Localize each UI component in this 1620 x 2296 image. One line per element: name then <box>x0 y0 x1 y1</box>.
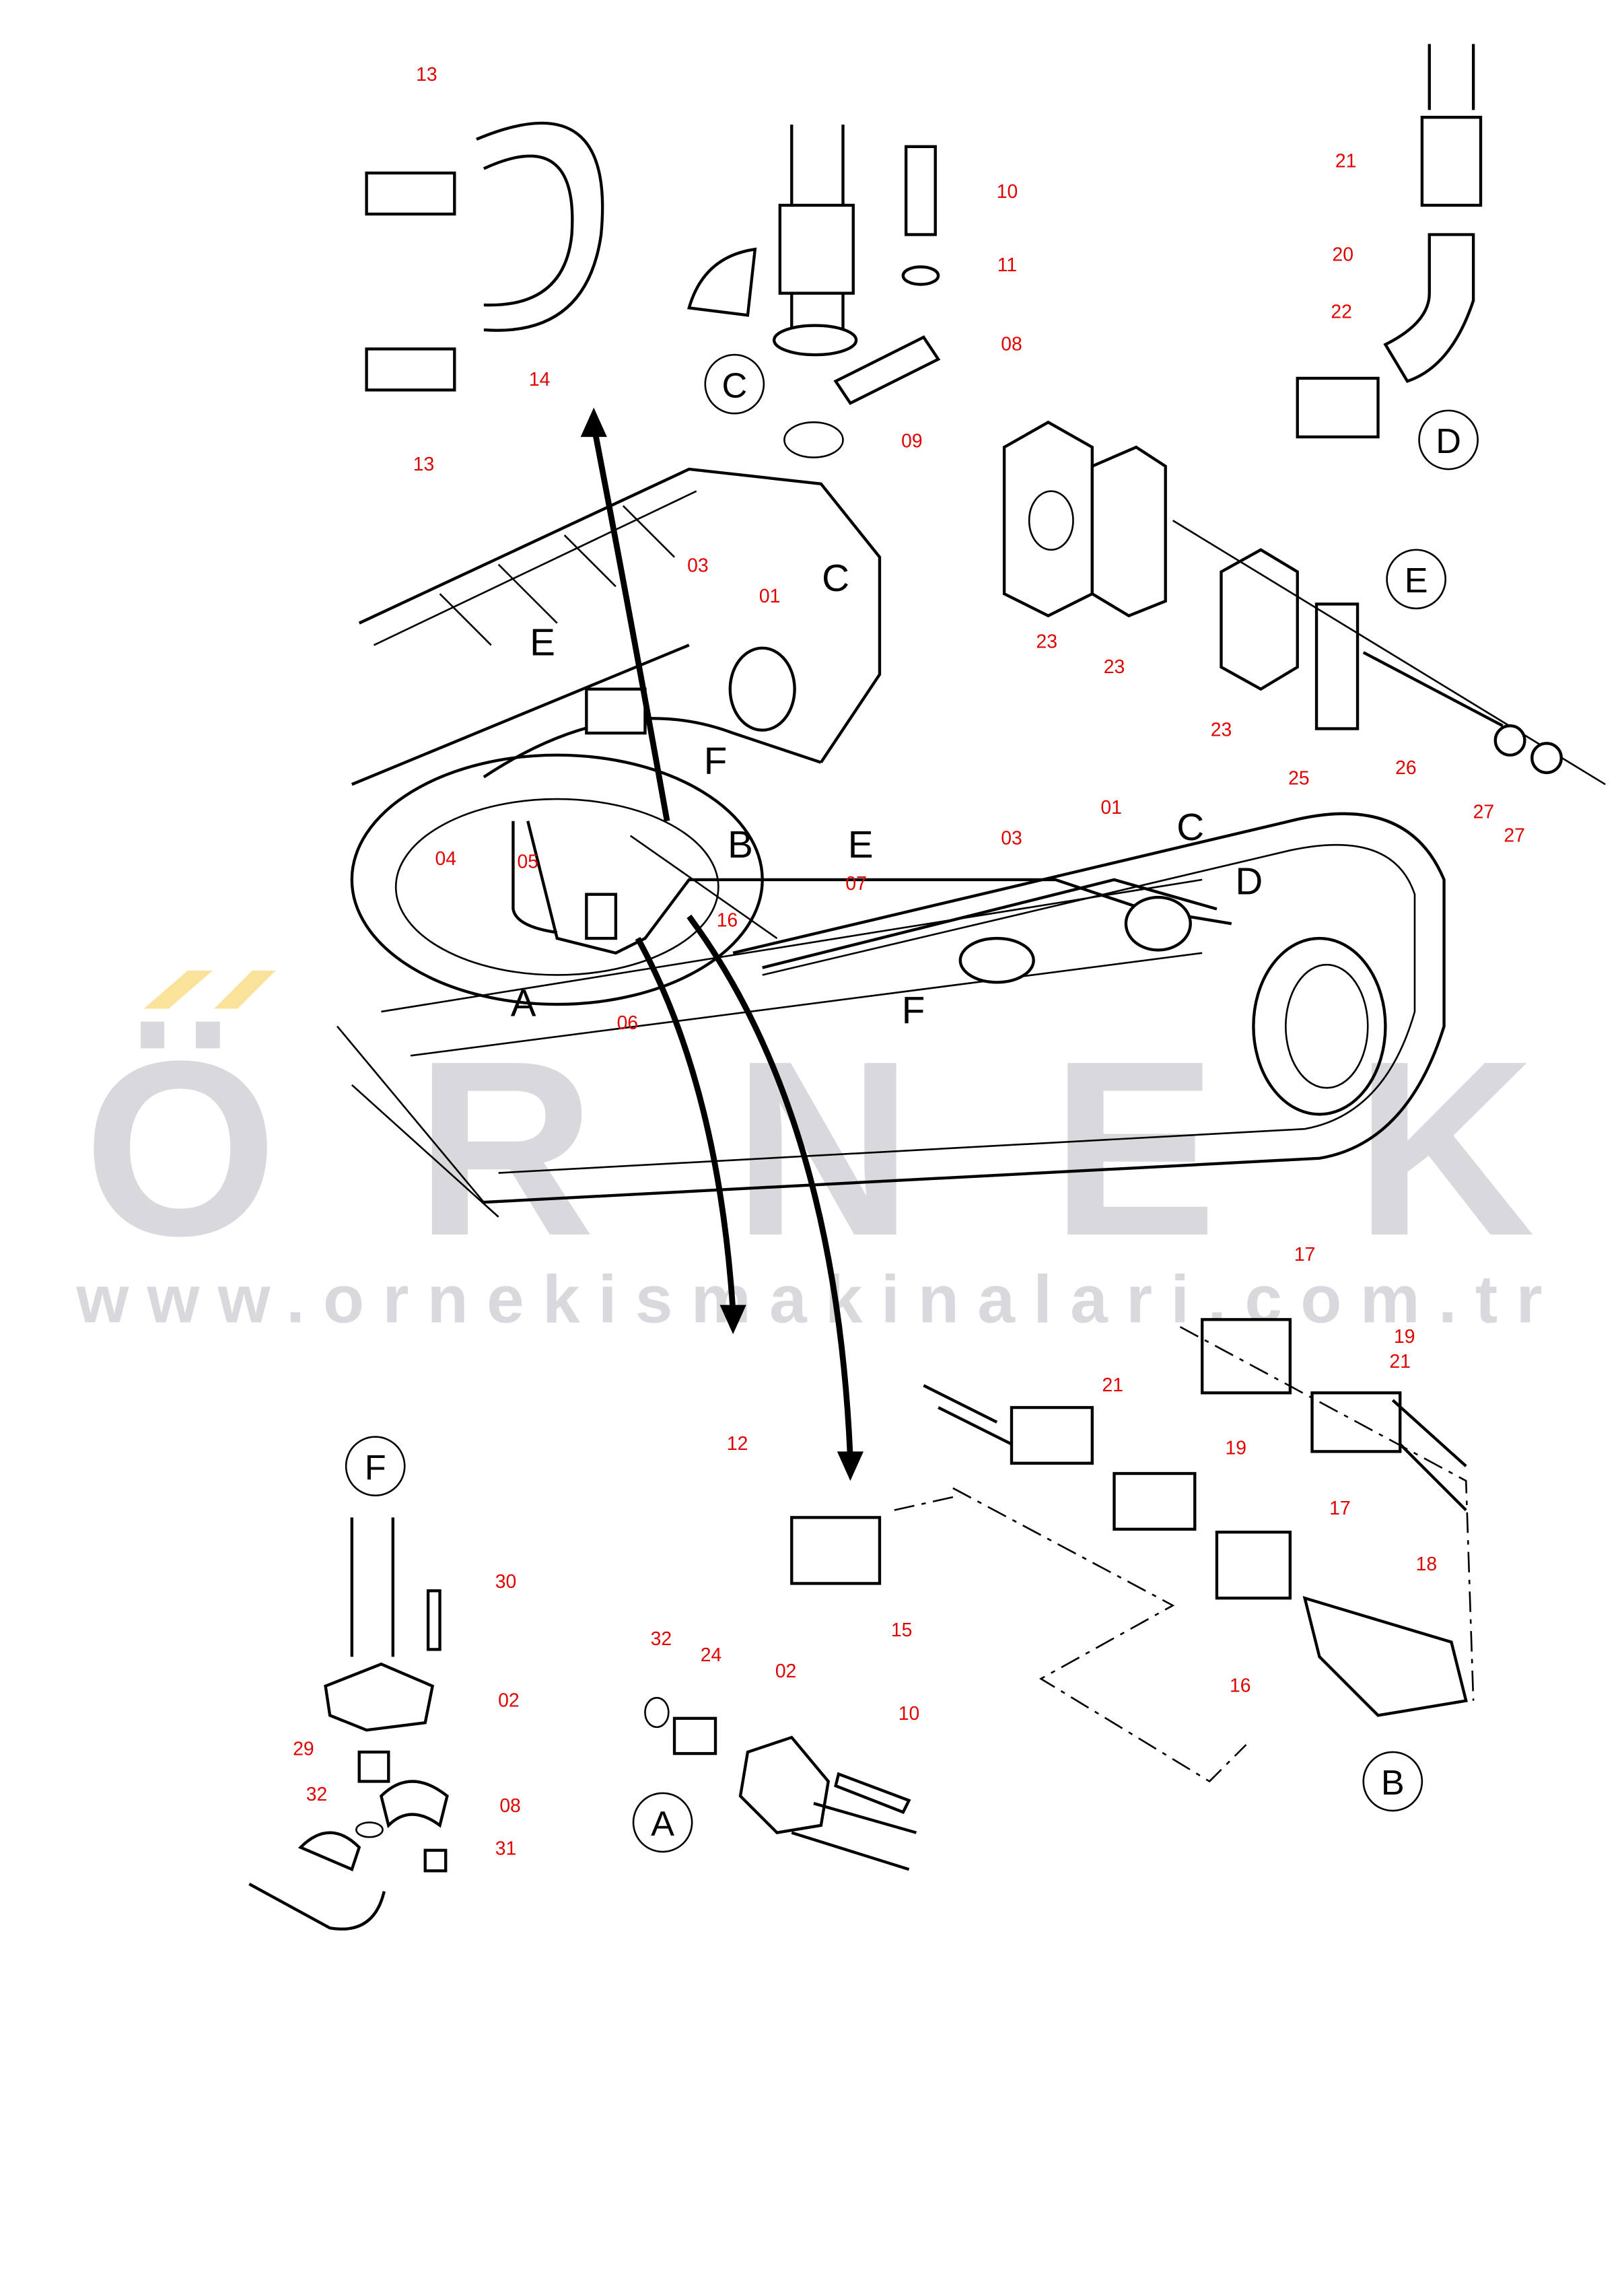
detail-b-drawing <box>790 1318 1475 1783</box>
callout: 27 <box>1473 800 1494 822</box>
callout: 18 <box>1416 1553 1437 1574</box>
callout: 22 <box>1331 301 1351 322</box>
callout: 17 <box>1294 1243 1315 1265</box>
callout: 12 <box>727 1432 748 1454</box>
marker-e2: E <box>848 824 874 866</box>
callout: 16 <box>1230 1675 1251 1696</box>
callout: 29 <box>293 1737 314 1759</box>
callout: 03 <box>1001 827 1022 849</box>
callout: 19 <box>1226 1437 1246 1459</box>
marker-f: F <box>704 740 728 783</box>
detail-labels: C D E F A B <box>345 353 1479 1853</box>
callout: 26 <box>1395 757 1416 778</box>
callout: 21 <box>1102 1374 1123 1395</box>
callout: 01 <box>1100 796 1121 818</box>
callout: 11 <box>997 254 1017 275</box>
detail-f-a-drawing <box>248 1517 917 1930</box>
detail-label-c: C <box>721 366 747 405</box>
callout: 10 <box>997 180 1018 202</box>
callout: 32 <box>651 1628 672 1649</box>
callout: 15 <box>891 1619 912 1640</box>
callout: 17 <box>1329 1497 1350 1519</box>
callout: 04 <box>435 847 456 869</box>
marker-d: D <box>1235 861 1263 903</box>
callout: 21 <box>1335 149 1356 171</box>
callout: 08 <box>1001 333 1022 355</box>
callout: 21 <box>1389 1350 1410 1372</box>
detail-label-e: E <box>1405 561 1428 600</box>
marker-f2: F <box>902 989 925 1032</box>
hose-assembly-14 <box>365 121 604 392</box>
marker-e: E <box>530 622 555 664</box>
callout: 13 <box>413 453 434 475</box>
callout: 25 <box>1288 767 1309 788</box>
marker-b: B <box>728 824 753 866</box>
callout: 16 <box>717 909 738 931</box>
callout: 07 <box>845 872 866 894</box>
detail-c-drawing <box>687 125 941 458</box>
location-markers: C E F B A E C D F <box>511 557 1263 1033</box>
callout: 08 <box>499 1795 520 1816</box>
callout: 02 <box>498 1689 519 1710</box>
detail-label-a: A <box>651 1805 674 1844</box>
callout: 30 <box>495 1570 516 1592</box>
callout: 13 <box>416 63 437 85</box>
callout: 24 <box>701 1644 721 1665</box>
detail-label-b: B <box>1381 1764 1405 1803</box>
part-callouts: 13 14 13 10 11 08 09 21 20 22 23 23 23 2… <box>293 63 1525 1859</box>
undercarriage-drawing <box>337 407 1446 1481</box>
callout: 02 <box>775 1660 796 1681</box>
callout: 31 <box>495 1837 516 1858</box>
callout: 19 <box>1394 1325 1415 1347</box>
callout: 27 <box>1504 824 1524 845</box>
marker-a: A <box>511 982 536 1024</box>
marker-c: C <box>822 557 849 600</box>
callout: 01 <box>759 585 780 606</box>
detail-d-drawing <box>1296 44 1483 439</box>
callout: 06 <box>617 1012 638 1033</box>
detail-label-d: D <box>1436 422 1461 461</box>
detail-e-drawing <box>1002 420 1606 786</box>
callout: 05 <box>517 850 538 872</box>
callout: 20 <box>1333 244 1353 265</box>
callout: 09 <box>901 429 922 451</box>
callout: 14 <box>529 368 550 390</box>
watermark-brand: ÖRNEK <box>83 1010 1535 1288</box>
detail-label-f: F <box>365 1449 386 1488</box>
callout: 10 <box>899 1702 919 1724</box>
marker-c2: C <box>1176 806 1204 849</box>
watermark: ÖRNEK www.ornekismakinalari.com.tr <box>75 970 1542 1337</box>
callout: 23 <box>1036 631 1057 652</box>
callout: 03 <box>687 554 708 576</box>
callout: 23 <box>1104 656 1125 677</box>
callout: 32 <box>306 1783 327 1805</box>
callout: 23 <box>1211 718 1232 740</box>
